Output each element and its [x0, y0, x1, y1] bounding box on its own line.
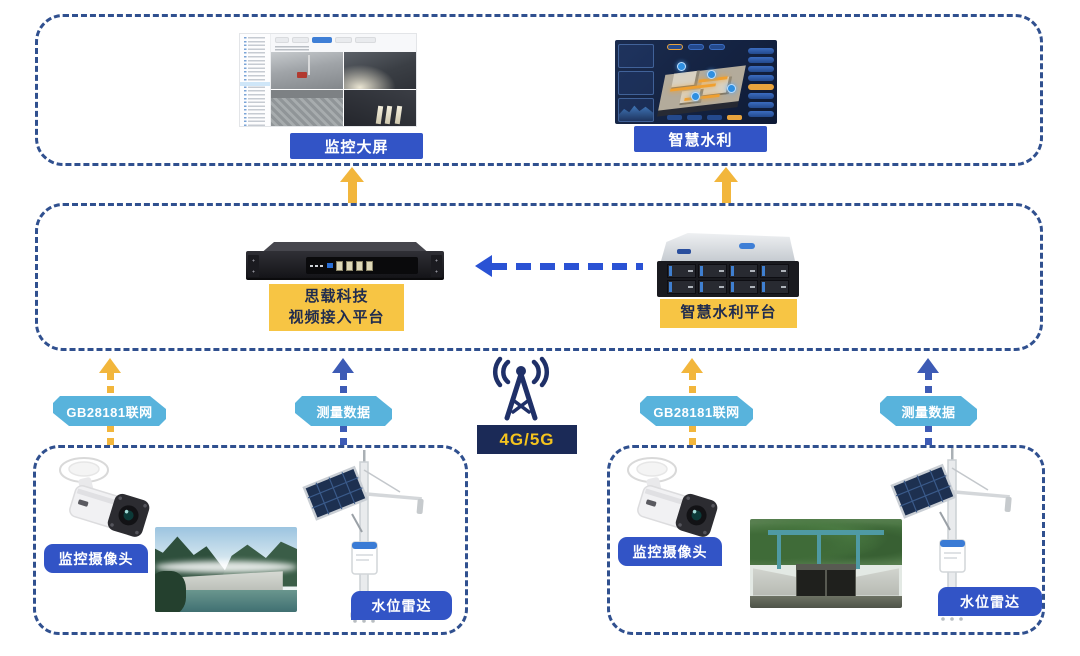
- stat-panel: [618, 71, 654, 95]
- video-platform-label: 思载科技 视频接入平台: [269, 284, 404, 331]
- toolbar-pill-active: [312, 37, 332, 43]
- gb28181-tag-right-text: GB28181联网: [653, 404, 740, 420]
- water-level-radar-station-icon: [302, 450, 424, 623]
- camera-label-right: 监控摄像头: [618, 537, 722, 566]
- map-marker: [727, 84, 736, 93]
- up-arrow-right-icon: [714, 167, 738, 203]
- bullet-camera-icon: [59, 457, 150, 537]
- server-front-panel: [306, 257, 418, 274]
- gb28181-tag-left-text: GB28181联网: [66, 404, 153, 420]
- monitor-screen-label-text: 监控大屏: [324, 138, 389, 156]
- water-server-image: [657, 233, 799, 297]
- drive-bays: [657, 261, 799, 297]
- bullet-camera-icon: [627, 457, 718, 537]
- toolbar-pill: [335, 37, 352, 43]
- dashboard-pill: [667, 44, 683, 50]
- water-platform-label-text: 智慧水利平台: [680, 304, 777, 322]
- camera-feed-street: [271, 52, 343, 89]
- radar-label-left-text: 水位雷达: [371, 597, 432, 614]
- menu-pill-active: [748, 84, 774, 90]
- radar-label-right: 水位雷达: [938, 587, 1042, 616]
- smart-water-label-text: 智慧水利: [668, 131, 733, 149]
- camera-grid: [271, 52, 416, 126]
- ethernet-port: [346, 260, 353, 271]
- menu-pill: [748, 66, 774, 72]
- ethernet-port: [366, 260, 373, 271]
- menu-pill: [748, 111, 774, 117]
- radar-label-left: 水位雷达: [351, 591, 452, 620]
- toolbar-pill: [275, 37, 289, 43]
- video-wall-panel: [271, 34, 416, 126]
- display-layer-box: 监控大屏: [35, 14, 1043, 166]
- bottom-pill: [687, 115, 702, 120]
- bottom-pill-active: [727, 115, 742, 120]
- menu-pill: [748, 57, 774, 63]
- reservoir-photo: [155, 527, 297, 612]
- menu-pill: [748, 75, 774, 81]
- video-server-image: [246, 242, 444, 280]
- radar-label-right-text: 水位雷达: [960, 593, 1020, 610]
- up-arrow-left-icon: [340, 167, 364, 203]
- ethernet-port: [356, 260, 363, 271]
- network-type-text: 4G/5G: [499, 429, 555, 449]
- device-tree-panel: [240, 34, 271, 126]
- gb28181-tag-left: GB28181联网: [53, 396, 166, 426]
- chart-panel: [618, 98, 654, 122]
- toolbar-pill: [355, 37, 376, 43]
- camera-label-left-text: 监控摄像头: [58, 550, 134, 567]
- camera-label-left: 监控摄像头: [44, 544, 148, 573]
- device-tree-selected-row: [240, 81, 270, 86]
- red-car: [296, 72, 307, 79]
- map-marker: [707, 70, 716, 79]
- menu-pill: [748, 93, 774, 99]
- dashboard-top-buttons: [667, 44, 725, 50]
- water-level-radar-station-icon: [890, 448, 1012, 621]
- dashboard-bottom-buttons: [667, 115, 742, 120]
- camera-feed-gravel: [271, 89, 343, 126]
- map-marker: [691, 92, 700, 101]
- cellular-antenna-icon: [492, 356, 550, 421]
- menu-pill: [748, 102, 774, 108]
- dashboard-right-buttons: [748, 48, 774, 117]
- smart-water-dashboard-image: [615, 40, 777, 124]
- network-type-box: 4G/5G: [477, 425, 577, 454]
- dashboard-left-panels: [618, 44, 654, 122]
- platform-layer-box: 思载科技 视频接入平台 智慧水利平台: [35, 203, 1043, 351]
- camera-feed-indoor-dark: [344, 52, 416, 89]
- menu-pill: [748, 48, 774, 54]
- stat-panel: [618, 44, 654, 68]
- video-caption-text: [275, 46, 309, 51]
- usb-port: [327, 263, 333, 268]
- measurement-tag-right-text: 测量数据: [901, 404, 956, 420]
- dashboard-pill: [709, 44, 725, 50]
- ethernet-port: [336, 260, 343, 271]
- camera-label-right-text: 监控摄像头: [632, 543, 708, 560]
- measurement-tag-right: 测量数据: [880, 396, 977, 426]
- video-toolbar: [271, 34, 416, 46]
- data-flow-arrow-icon: [475, 255, 643, 277]
- measurement-tag-left-text: 测量数据: [316, 404, 371, 420]
- bottom-pill: [707, 115, 722, 120]
- water-platform-label: 智慧水利平台: [660, 299, 797, 328]
- video-platform-line1: 思载科技: [304, 288, 369, 306]
- monitor-screen-image: [239, 33, 417, 127]
- video-platform-line2: 视频接入平台: [288, 308, 385, 326]
- toolbar-pill: [292, 37, 309, 43]
- smart-water-label: 智慧水利: [634, 126, 767, 152]
- gb28181-tag-right: GB28181联网: [640, 396, 753, 426]
- sluice-gate-photo: [750, 519, 902, 608]
- monitor-screen-label: 监控大屏: [290, 133, 423, 159]
- bottom-pill: [667, 115, 682, 120]
- map-marker: [677, 62, 686, 71]
- dashboard-pill: [688, 44, 704, 50]
- measurement-tag-left: 测量数据: [295, 396, 392, 426]
- camera-feed-lights: [344, 89, 416, 126]
